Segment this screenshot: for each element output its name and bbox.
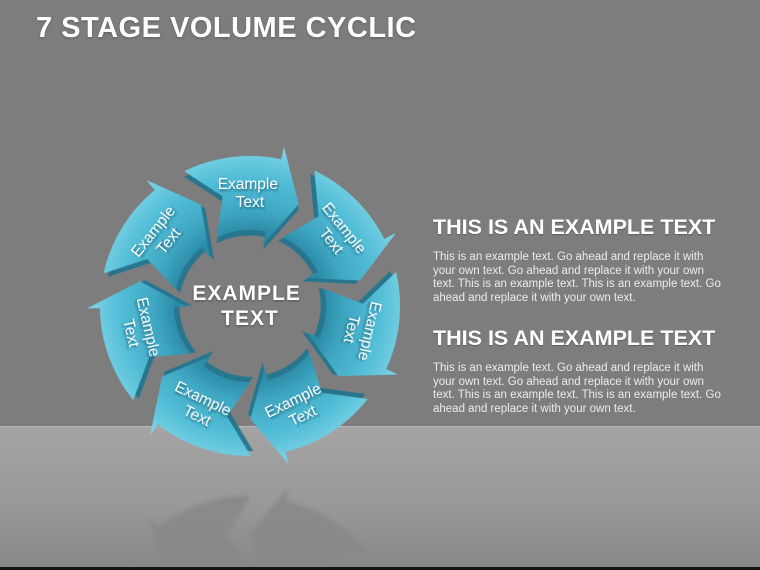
section-heading-2: THIS IS AN EXAMPLE TEXT (433, 325, 716, 350)
stage-label-1: Example Text (218, 176, 283, 211)
bottom-edge-bar (0, 567, 760, 570)
cycle-diagram: Example Text Example Text Example Text E… (78, 134, 419, 570)
section-body-1: This is an example text. Go ahead and re… (433, 251, 721, 305)
slide-title: 7 STAGE VOLUME CYCLIC (36, 12, 417, 44)
section-heading-1: THIS IS AN EXAMPLE TEXT (433, 215, 716, 239)
floor-surface (0, 426, 760, 570)
diagram-center-label: EXAMPLE TEXT (192, 282, 307, 330)
ring-reflection (78, 474, 419, 570)
description-column: THIS IS AN EXAMPLE TEXT This is an examp… (433, 216, 738, 438)
section-body-2: This is an example text. Go ahead and re… (433, 361, 721, 415)
